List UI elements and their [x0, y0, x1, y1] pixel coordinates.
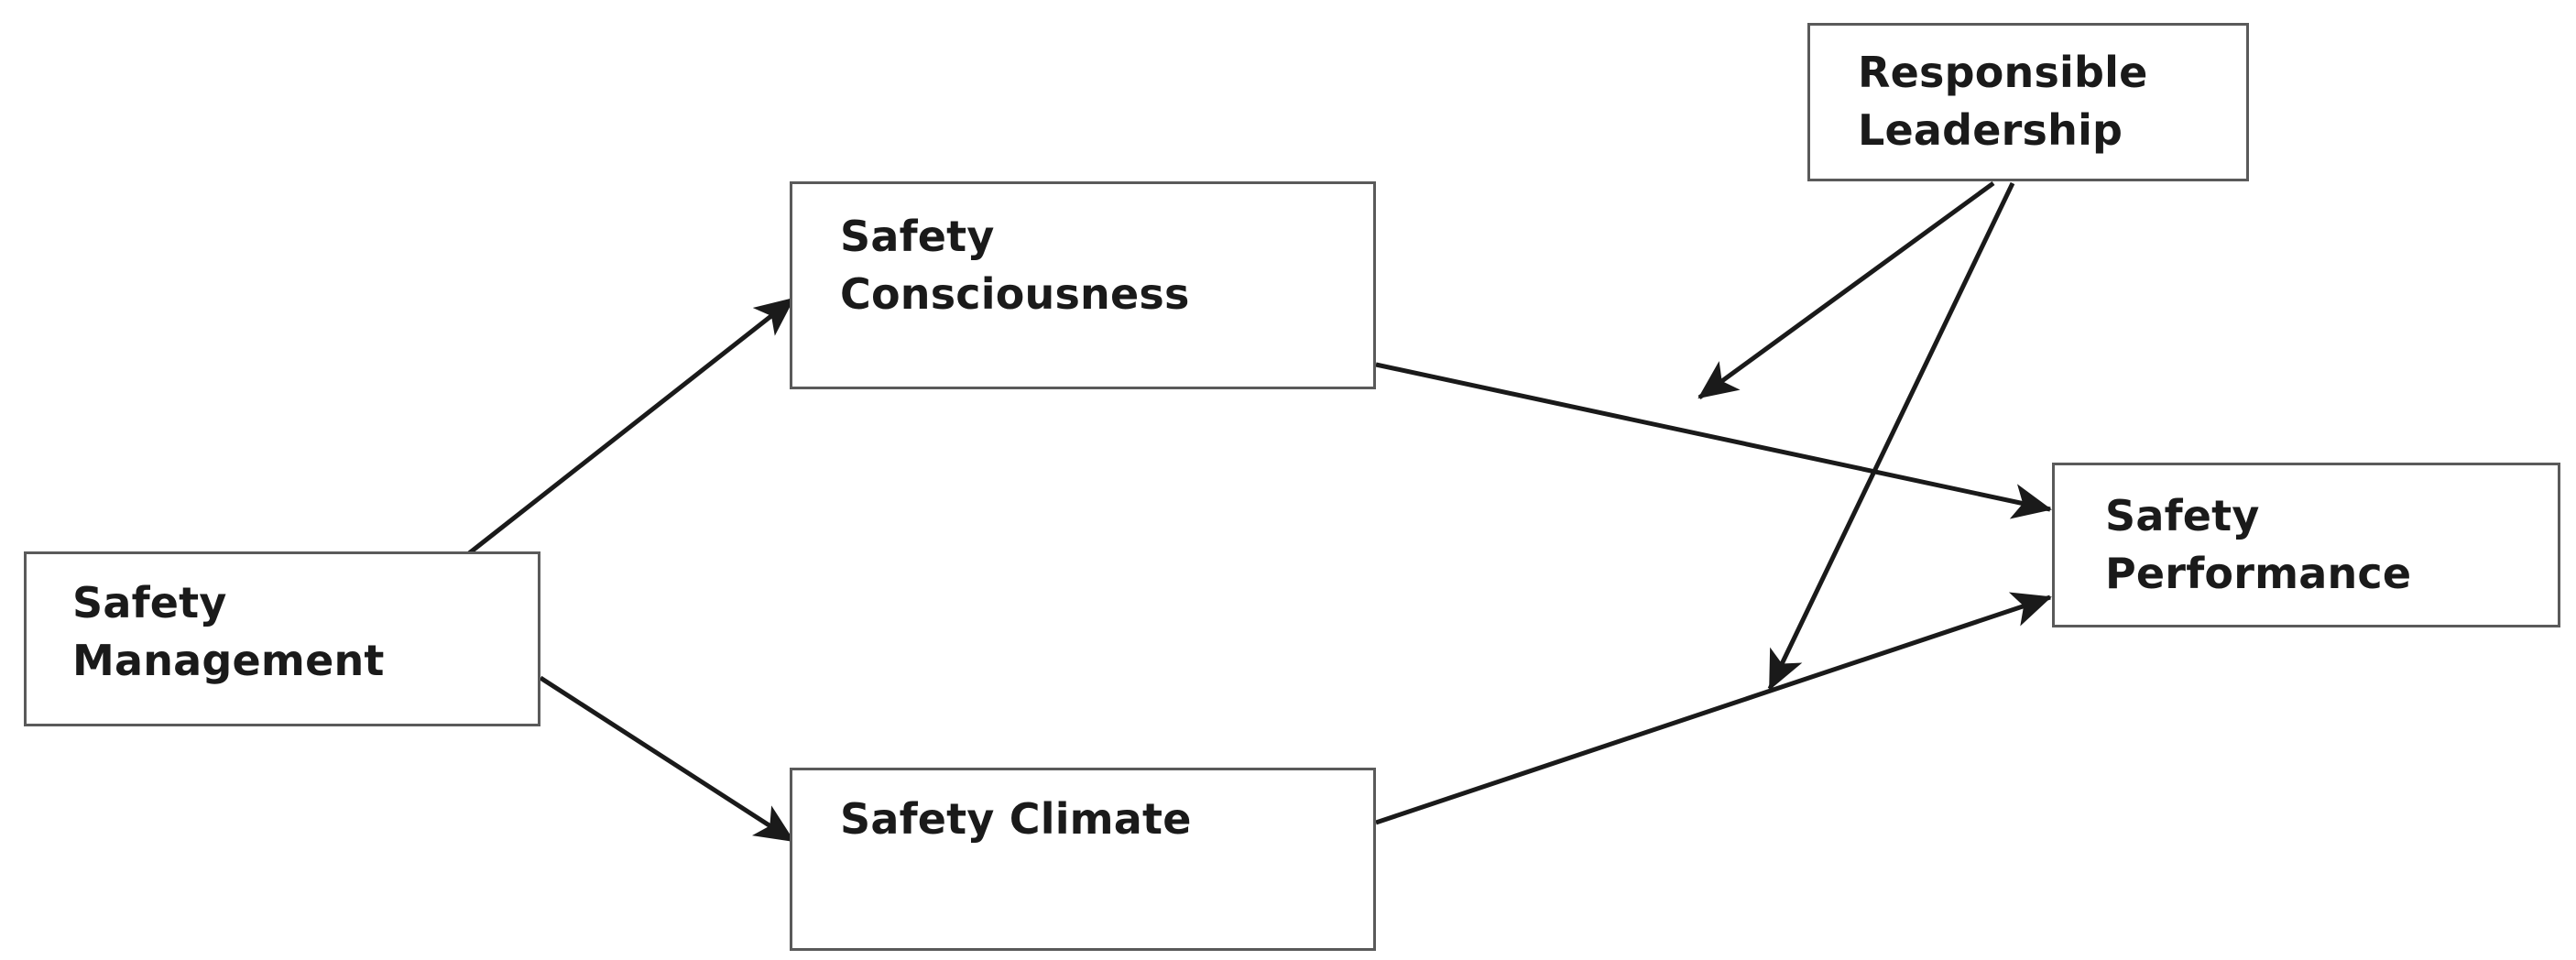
- node-safety-climate-label: Safety Climate: [840, 794, 1192, 844]
- node-safety-management[interactable]: Safety Management: [24, 551, 540, 726]
- node-safety-performance-label: Safety Performance: [2105, 491, 2412, 599]
- node-safety-management-label: Safety Management: [72, 578, 385, 686]
- edge-safety-management-to-safety-climate: [539, 675, 795, 844]
- edge-safety-consciousness-to-safety-performance: [1375, 362, 2052, 519]
- node-responsible-leadership-label: Responsible Leadership: [1858, 48, 2148, 156]
- edge-safety-management-to-safety-consciousness: [467, 297, 795, 555]
- edge-responsible-leadership-moderates-consciousness-path: [1697, 180, 1995, 400]
- node-safety-consciousness[interactable]: Safety Consciousness: [790, 181, 1376, 389]
- node-safety-performance[interactable]: Safety Performance: [2052, 463, 2560, 627]
- node-safety-consciousness-label: Safety Consciousness: [840, 212, 1190, 320]
- node-responsible-leadership[interactable]: Responsible Leadership: [1807, 23, 2249, 181]
- edge-safety-climate-to-safety-performance: [1375, 592, 2052, 825]
- edge-responsible-leadership-moderates-climate-path: [1767, 181, 2015, 691]
- node-safety-climate[interactable]: Safety Climate: [790, 768, 1376, 951]
